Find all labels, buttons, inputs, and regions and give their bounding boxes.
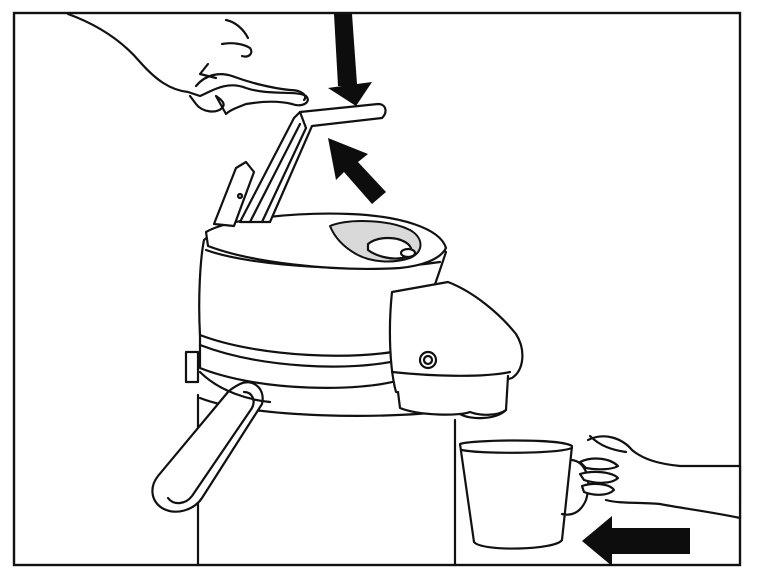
pointing-hand: [66, 12, 309, 116]
spout-head: [388, 280, 524, 420]
cup-position-arrow: [582, 516, 690, 566]
lever-lift-arrow: [328, 138, 386, 204]
hand-with-cup: [458, 434, 742, 550]
figure-border: [12, 11, 742, 567]
pump-lever: [212, 102, 387, 228]
lid-housing: [198, 212, 448, 357]
coffee-cup: [458, 439, 574, 550]
carry-handle: [151, 381, 264, 513]
press-down-arrow-shaft: [328, 14, 372, 106]
